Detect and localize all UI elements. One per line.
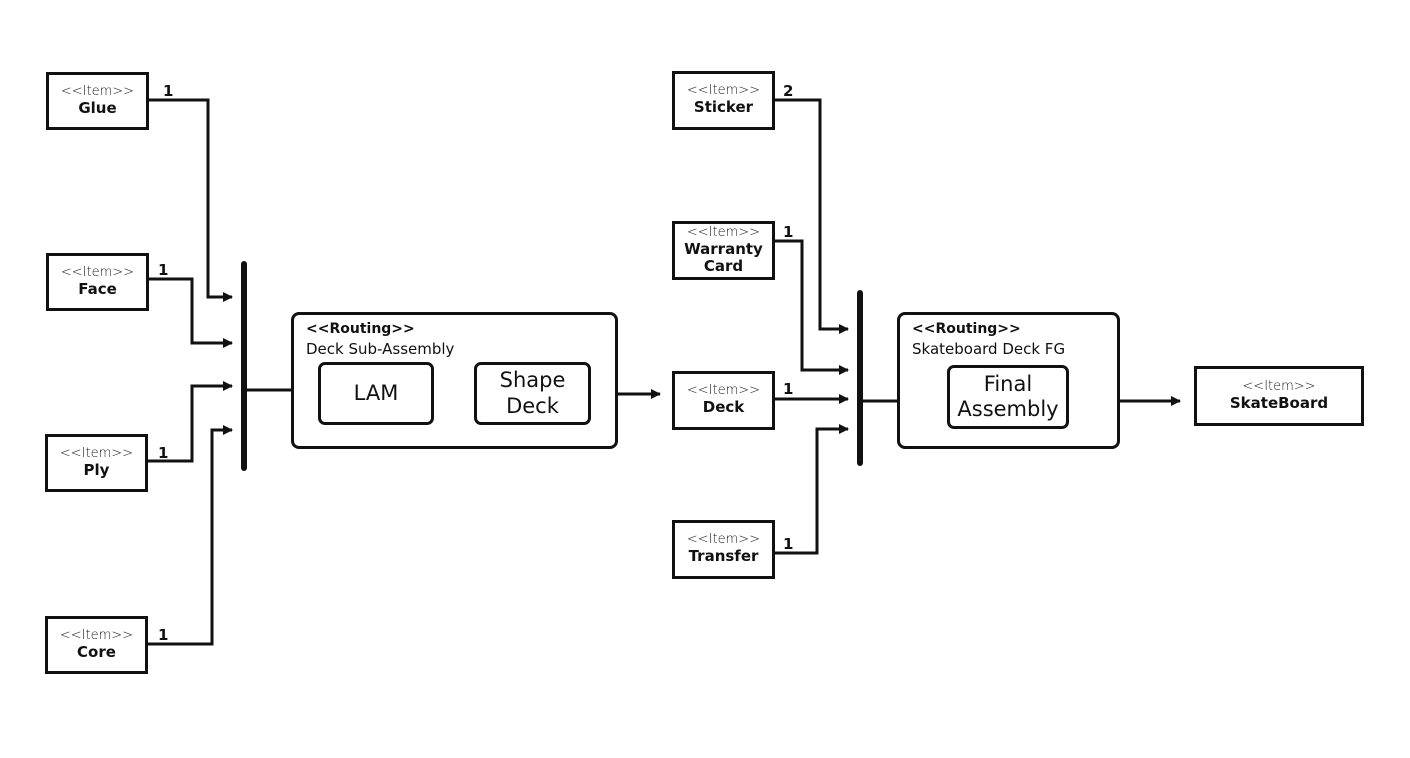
item-name: SkateBoard xyxy=(1229,393,1329,412)
item-name: Face xyxy=(78,279,117,298)
item-stereotype: <<Item>> xyxy=(686,383,761,399)
connector-warranty xyxy=(774,239,849,375)
item-face[interactable]: <<Item>> Face xyxy=(46,253,149,311)
item-stereotype: <<Item>> xyxy=(60,83,135,99)
item-stereotype: <<Item>> xyxy=(60,264,135,280)
qty-core: 1 xyxy=(158,626,169,644)
qty-sticker: 2 xyxy=(783,82,794,100)
qty-face: 1 xyxy=(158,261,169,279)
connector-ply xyxy=(147,381,233,463)
qty-ply: 1 xyxy=(158,444,169,462)
qty-glue: 1 xyxy=(163,82,174,100)
item-name: Ply xyxy=(83,460,110,479)
operation-lam[interactable]: LAM xyxy=(318,362,434,425)
item-sticker[interactable]: <<Item>> Sticker xyxy=(672,71,775,130)
item-stereotype: <<Item>> xyxy=(686,83,761,99)
connector-transfer xyxy=(774,424,849,555)
operation-final-assembly[interactable]: Final Assembly xyxy=(947,365,1069,429)
item-ply[interactable]: <<Item>> Ply xyxy=(45,434,148,492)
qty-transfer: 1 xyxy=(783,535,794,553)
item-deck[interactable]: <<Item>> Deck xyxy=(672,371,775,430)
connector-face xyxy=(148,277,233,348)
item-stereotype: <<Item>> xyxy=(686,532,761,548)
routing-name: Deck Sub-Assembly xyxy=(306,340,455,358)
item-name: Transfer xyxy=(688,547,759,566)
item-stereotype: <<Item>> xyxy=(59,445,134,461)
connector-sticker xyxy=(774,98,849,334)
routing-name: Skateboard Deck FG xyxy=(912,340,1066,358)
routing-stereotype: <<Routing>> xyxy=(912,321,1021,337)
qty-deck: 1 xyxy=(783,380,794,398)
connector-core xyxy=(147,425,233,646)
routing-stereotype: <<Routing>> xyxy=(306,321,415,337)
item-stereotype: <<Item>> xyxy=(59,627,134,643)
qty-warranty-card: 1 xyxy=(783,223,794,241)
item-stereotype: <<Item>> xyxy=(686,224,761,240)
connector-glue xyxy=(148,98,233,302)
item-name: Core xyxy=(77,642,116,661)
item-name: Deck xyxy=(702,398,745,417)
item-stereotype: <<Item>> xyxy=(1242,378,1316,394)
item-glue[interactable]: <<Item>> Glue xyxy=(46,72,149,130)
item-name: Glue xyxy=(78,98,117,117)
item-warranty-card[interactable]: <<Item>> Warranty Card xyxy=(672,221,775,280)
item-core[interactable]: <<Item>> Core xyxy=(45,616,148,674)
item-transfer[interactable]: <<Item>> Transfer xyxy=(672,520,775,579)
operation-shape-deck[interactable]: Shape Deck xyxy=(474,362,591,425)
item-name: Warranty Card xyxy=(684,239,763,275)
item-name: Sticker xyxy=(693,98,754,117)
item-skateboard[interactable]: <<Item>> SkateBoard xyxy=(1194,366,1364,426)
